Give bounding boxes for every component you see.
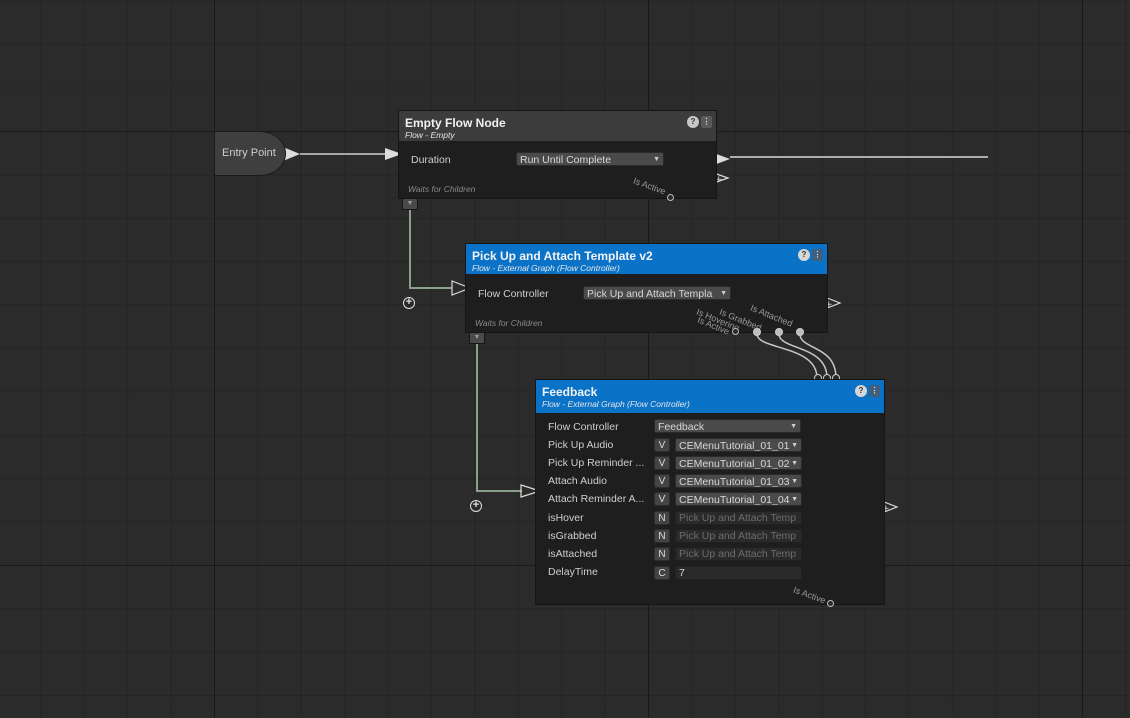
param-type-tag[interactable]: N [654,511,670,525]
empty-node-title: Empty Flow Node [405,116,506,130]
chevron-down-icon: ▼ [790,423,797,430]
param-label: Pick Up Reminder ... [548,457,645,469]
duration-dropdown[interactable]: Run Until Complete ▼ [516,152,664,166]
pickup-flow-controller-value: Pick Up and Attach Templa [587,288,713,300]
help-icon[interactable]: ? [798,249,810,261]
empty-node-header[interactable]: Empty Flow Node Flow - Empty ? ⋮ [399,111,716,141]
chevron-down-icon: ▼ [653,156,660,163]
param-type-tag[interactable]: V [654,474,670,488]
pickup-flow-controller-dropdown[interactable]: Pick Up and Attach Templa ▼ [583,286,731,300]
pickup-node-subtitle: Flow - External Graph (Flow Controller) [472,263,620,273]
add-child-plus-icon[interactable]: + [403,297,415,309]
entry-point-node[interactable]: Entry Point [214,131,286,176]
param-label: isHover [548,512,584,524]
pickup-node-title: Pick Up and Attach Template v2 [472,249,653,263]
feedback-node[interactable]: Feedback Flow - External Graph (Flow Con… [536,380,884,607]
param-value-field[interactable]: Pick Up and Attach Temp [675,529,802,543]
empty-node-subtitle: Flow - Empty [405,130,455,140]
empty-flow-node[interactable]: Empty Flow Node Flow - Empty ? ⋮ Duratio… [399,111,716,201]
is-active-label: Is Active [792,584,827,606]
feedback-node-subtitle: Flow - External Graph (Flow Controller) [542,399,690,409]
param-value-field[interactable]: Pick Up and Attach Temp [675,547,802,561]
is-active-port[interactable] [827,600,834,607]
param-type-tag[interactable]: V [654,438,670,452]
param-label: DelayTime [548,566,598,578]
is-active-port[interactable] [667,194,674,201]
pickup-children-toggle[interactable]: ▼ [469,332,485,344]
param-value: CEMenuTutorial_01_02 [679,458,790,470]
param-type-tag[interactable]: V [654,456,670,470]
param-type-tag[interactable]: N [654,547,670,561]
param-value: CEMenuTutorial_01_01 [679,440,790,452]
help-icon[interactable]: ? [687,116,699,128]
param-label: Attach Reminder A... [548,493,645,505]
waits-for-children-label: Waits for Children [408,184,476,194]
param-label: isAttached [548,548,598,560]
help-icon[interactable]: ? [855,385,867,397]
param-type-tag[interactable]: V [654,492,670,506]
menu-icon[interactable]: ⋮ [812,249,823,261]
entry-point-label: Entry Point [222,147,276,159]
param-value: 7 [679,567,685,579]
param-value-dropdown[interactable]: CEMenuTutorial_01_01 ▼ [675,438,802,452]
feedback-node-header[interactable]: Feedback Flow - External Graph (Flow Con… [536,380,884,413]
menu-icon[interactable]: ⋮ [701,116,712,128]
param-type-tag[interactable]: N [654,529,670,543]
param-value: CEMenuTutorial_01_04 [679,494,790,506]
param-value-dropdown[interactable]: CEMenuTutorial_01_04 ▼ [675,492,802,506]
feedback-node-title: Feedback [542,385,598,399]
empty-children-toggle[interactable]: ▼ [402,198,418,210]
param-label: Attach Audio [548,475,607,487]
is-hovering-port[interactable] [753,328,761,336]
param-value-dropdown[interactable]: CEMenuTutorial_01_03 ▼ [675,474,802,488]
pickup-flow-controller-label: Flow Controller [478,288,549,300]
param-label: isGrabbed [548,530,597,542]
chevron-down-icon: ▼ [791,439,798,451]
param-value-dropdown[interactable]: CEMenuTutorial_01_02 ▼ [675,456,802,470]
duration-value: Run Until Complete [520,154,612,166]
feedback-flow-controller-label: Flow Controller [548,421,619,433]
is-active-port[interactable] [732,328,739,335]
add-child-plus-icon[interactable]: + [470,500,482,512]
is-attached-port[interactable] [796,328,804,336]
param-type-tag[interactable]: C [654,566,670,580]
pickup-attach-node[interactable]: Pick Up and Attach Template v2 Flow - Ex… [466,244,827,337]
chevron-down-icon: ▼ [791,475,798,487]
menu-icon[interactable]: ⋮ [869,385,880,397]
pickup-waits-for-children-label: Waits for Children [475,318,543,328]
chevron-down-icon: ▼ [791,493,798,505]
delay-time-field[interactable]: 7 [675,566,802,580]
chevron-down-icon: ▼ [720,290,727,297]
is-active-label: Is Active [632,175,667,197]
feedback-flow-controller-dropdown[interactable]: Feedback ▼ [654,419,801,433]
is-grabbed-port[interactable] [775,328,783,336]
pickup-node-header[interactable]: Pick Up and Attach Template v2 Flow - Ex… [466,244,827,274]
param-value-field[interactable]: Pick Up and Attach Temp [675,511,802,525]
duration-label: Duration [411,154,451,166]
feedback-flow-controller-value: Feedback [658,421,705,433]
param-label: Pick Up Audio [548,439,614,451]
param-value: Pick Up and Attach Temp [679,530,797,542]
param-value: Pick Up and Attach Temp [679,548,797,560]
param-value: CEMenuTutorial_01_03 [679,476,790,488]
chevron-down-icon: ▼ [791,457,798,469]
param-value: Pick Up and Attach Temp [679,512,797,524]
